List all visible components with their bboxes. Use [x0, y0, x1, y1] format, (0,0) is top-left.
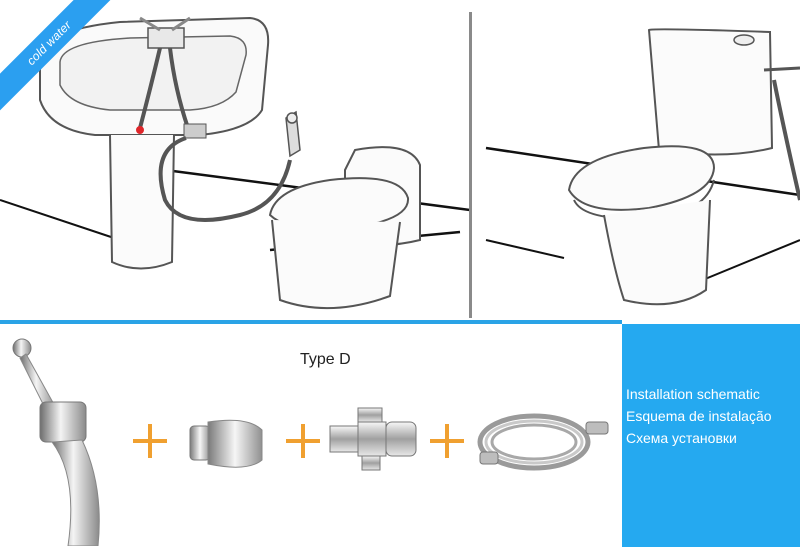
sink-installation-illustration [0, 0, 470, 318]
installation-schematic-panel: Installation schematic Esquema de instal… [622, 324, 800, 547]
plus-icon [430, 424, 464, 458]
schematic-title-portuguese: Esquema de instalação [626, 408, 772, 424]
schematic-title-russian: Схема установки [626, 430, 737, 446]
plus-icon [133, 424, 167, 458]
product-components [0, 324, 622, 547]
sink-drawing [0, 16, 470, 310]
product-type-label: Type D [300, 351, 351, 368]
sprayer-holder-icon [189, 419, 263, 468]
toilet-drawing [485, 28, 800, 306]
section-divider [0, 320, 622, 324]
plus-icon [286, 424, 320, 458]
panel-divider [469, 12, 472, 318]
bidet-sprayer-icon [12, 338, 100, 546]
t-adapter-valve-icon [329, 407, 417, 471]
toilet-installation-illustration [474, 0, 800, 318]
schematic-title-english: Installation schematic [626, 386, 760, 402]
shower-hose-icon [477, 413, 609, 471]
